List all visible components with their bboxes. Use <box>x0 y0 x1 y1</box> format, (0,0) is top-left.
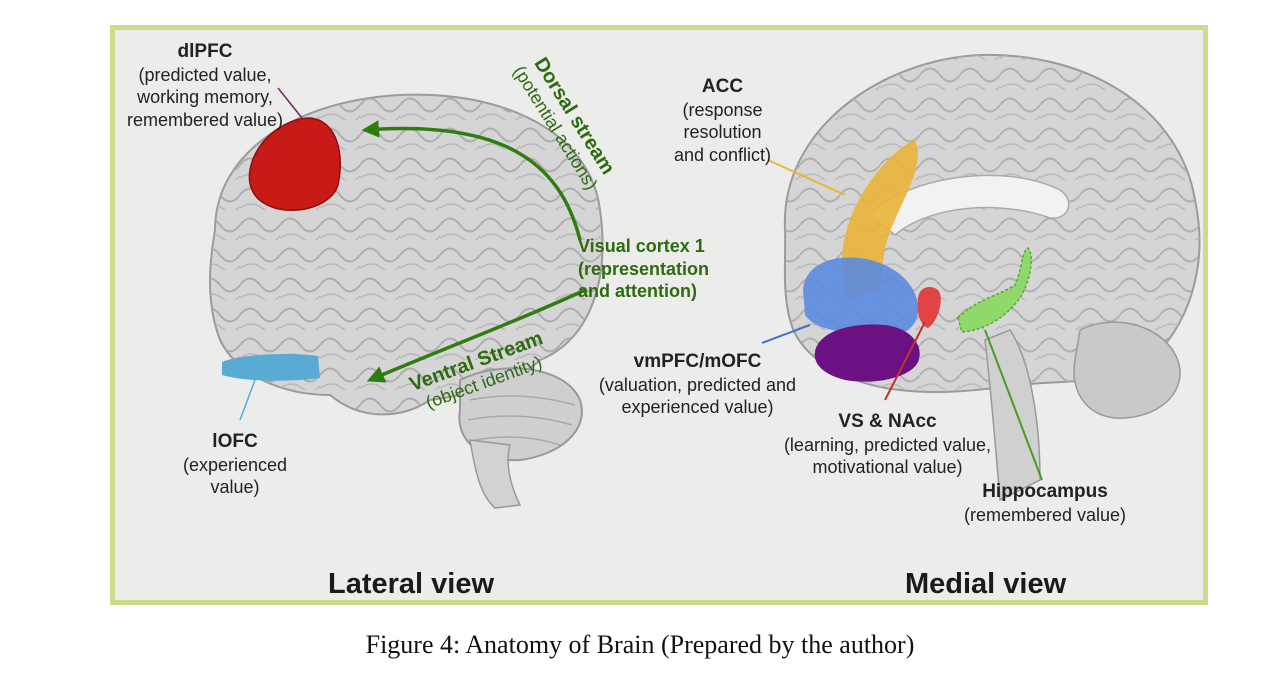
hippocampus-title: Hippocampus <box>982 481 1108 502</box>
acc-line-1: (response <box>682 99 763 120</box>
vs-line-1: (learning, predicted value, <box>783 434 992 455</box>
medial-view-title: Medial view <box>905 568 1067 600</box>
vs-title: VS & NAcc <box>838 411 937 432</box>
lofc-line-1: (experienced <box>182 454 288 475</box>
visual-cortex-line-2: and attention) <box>578 281 697 301</box>
hippocampus-line-1: (remembered value) <box>963 504 1127 525</box>
acc-line-2: resolution <box>683 122 762 143</box>
dlpfc-line-1: (predicted value, <box>138 64 272 85</box>
acc-leader <box>767 159 846 196</box>
visual-cortex-title: Visual cortex 1 <box>578 236 705 256</box>
dlpfc-region <box>248 117 341 211</box>
vmpfc-label: vmPFC/mOFC (valuation, predicted and exp… <box>585 350 810 419</box>
lofc-label: lOFC (experienced value) <box>170 430 300 499</box>
vs-line-2: motivational value) <box>812 457 963 478</box>
lateral-view-title: Lateral view <box>328 568 495 600</box>
lofc-line-2: value) <box>210 477 260 498</box>
mofc-region <box>814 324 920 382</box>
dlpfc-title: dlPFC <box>177 41 233 62</box>
lofc-title: lOFC <box>212 431 258 452</box>
vmpfc-line-1: (valuation, predicted and <box>598 374 797 395</box>
hippocampus-label: Hippocampus (remembered value) <box>955 480 1135 526</box>
hippocampus-leader <box>984 329 1043 481</box>
lofc-region <box>222 354 320 381</box>
vmpfc-line-2: experienced value) <box>621 397 774 418</box>
vs-region <box>917 287 941 328</box>
dlpfc-line-3: remembered value) <box>126 109 284 130</box>
figure-caption: Figure 4: Anatomy of Brain (Prepared by … <box>365 630 915 659</box>
lofc-leader <box>239 379 256 421</box>
vs-label: VS & NAcc (learning, predicted value, mo… <box>775 410 1000 479</box>
hippocampus-region <box>957 247 1032 333</box>
acc-line-3: and conflict) <box>673 144 772 165</box>
vs-leader <box>884 321 926 401</box>
acc-title: ACC <box>701 76 744 97</box>
dlpfc-leader <box>277 87 303 119</box>
visual-cortex-line-1: (representation <box>578 258 710 279</box>
ventral-stream-arrow <box>366 288 586 383</box>
vmpfc-region <box>803 257 919 337</box>
acc-label: ACC (response resolution and conflict) <box>660 75 785 166</box>
dorsal-stream-arrow <box>361 120 582 241</box>
visual-cortex-label: Visual cortex 1 (representation and atte… <box>578 235 728 303</box>
vmpfc-title: vmPFC/mOFC <box>633 351 762 372</box>
dlpfc-label: dlPFC (predicted value, working memory, … <box>120 40 290 131</box>
vmpfc-leader <box>761 324 811 344</box>
dlpfc-line-2: working memory, <box>137 87 273 108</box>
